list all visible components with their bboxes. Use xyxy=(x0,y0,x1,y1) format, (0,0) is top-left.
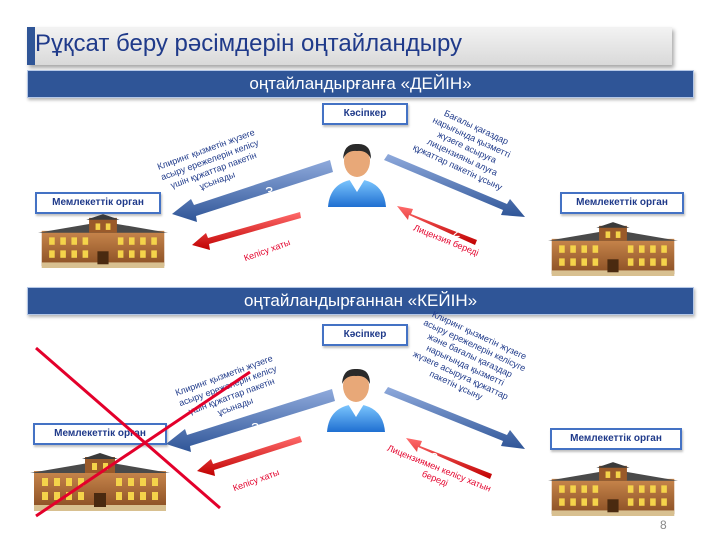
left-text-before: Клиринг қызметін жүзеге асыру ережелерін… xyxy=(156,127,261,191)
agency-left-box-before: Мемлекеттік орган xyxy=(35,192,161,214)
building-icon-left-after xyxy=(30,453,170,511)
entrepreneur-icon-after xyxy=(327,368,385,432)
arrow-3-after xyxy=(166,389,335,452)
entrepreneur-box-after: Кәсіпкер xyxy=(322,324,408,346)
step-3-before: 3 xyxy=(265,184,273,201)
agency-right-box-after: Мемлекеттік орган xyxy=(550,428,682,450)
right-text-after: Клиринг қызметін жүзеге асыру ережелерін… xyxy=(412,309,528,402)
building-icon-left-before xyxy=(38,214,168,268)
step-4-before: 4 xyxy=(260,226,268,243)
arrow-1-before xyxy=(384,154,525,217)
step-1-before: 1 xyxy=(450,187,458,204)
page-number: 8 xyxy=(660,518,667,532)
cross-line-1 xyxy=(35,346,221,510)
agency-left-box-after: Мемлекеттік орган xyxy=(33,423,167,445)
step-1-after: 1 xyxy=(445,427,453,444)
step-3-after: 3 xyxy=(251,420,259,437)
entrepreneur-icon-before xyxy=(328,143,386,207)
arrow-1-after xyxy=(384,387,525,449)
title-accent xyxy=(27,27,35,65)
building-icon-right-after xyxy=(548,462,678,516)
building-icon-right-before xyxy=(548,222,678,276)
arrow-2-after xyxy=(406,438,492,479)
arrow-3-before xyxy=(172,160,333,222)
step-2-after: 2 xyxy=(430,450,438,467)
step-2-before: 2 xyxy=(452,224,460,241)
before-banner: оңтайландырғанға «ДЕЙІН» xyxy=(27,70,694,98)
right-text-before: Бағалы қағаздар нарығында қызметті жүзег… xyxy=(412,108,513,192)
arrow-2-before xyxy=(397,206,477,245)
title-bar: Рұқсат беру рәсімдерін оңтайландыру xyxy=(27,27,672,65)
arrow-4-before xyxy=(192,212,301,250)
page-title: Рұқсат беру рәсімдерін оңтайландыру xyxy=(35,30,463,57)
after-banner: оңтайландырғаннан «КЕЙІН» xyxy=(27,287,694,315)
arrow-4-after xyxy=(197,436,302,476)
entrepreneur-box-before: Кәсіпкер xyxy=(322,103,408,125)
step-4-after: 4 xyxy=(248,456,256,473)
agency-right-box-before: Мемлекеттік орган xyxy=(560,192,684,214)
cross-line-2 xyxy=(35,370,251,518)
